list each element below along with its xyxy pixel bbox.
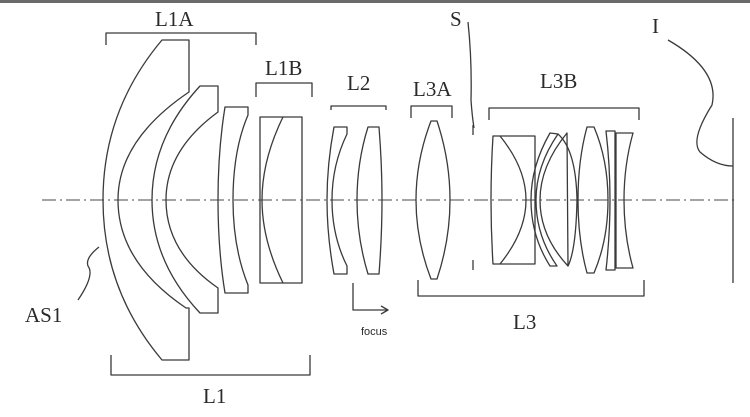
label-l1b: L1B [265,56,302,80]
label-i: I [652,14,659,38]
focus-arrowhead [380,305,389,315]
lens-l1a-3 [217,106,249,294]
label-s: S [450,7,462,31]
lens-l3b-1-cemented-surface [499,135,527,265]
label-l3: L3 [513,310,536,334]
lens-l3b-3b [557,133,578,267]
as1-leader [77,246,100,301]
lens-l3b-5 [605,130,616,271]
bracket-l3 [417,280,645,297]
lens-l3b-6 [615,132,634,269]
bracket-l1a [105,32,257,45]
bracket-l1b [255,82,313,97]
lens-l3b-3 [539,132,569,267]
image-plane-leader [667,39,734,167]
label-l1a: L1A [155,7,194,31]
stop-leader-line [467,21,475,129]
lens-l3b-1 [490,135,536,265]
lens-l3b-4 [577,126,609,274]
bracket-l1 [110,355,311,376]
lens-l1b [259,116,303,284]
label-as1: AS1 [25,303,62,327]
lens-l2-1 [326,126,348,275]
lens-l3a [415,120,451,280]
lens-l1a-1 [102,39,190,361]
bracket-l3a [410,105,453,118]
lens-l2-2 [356,126,383,275]
label-l1: L1 [203,384,226,408]
lens-l1a-2 [151,85,219,314]
top-border [0,0,750,3]
lens-l3b-2 [530,132,559,267]
label-l2: L2 [347,71,370,95]
label-focus: focus [361,326,388,338]
focus-arrow [352,283,387,311]
bracket-l3b [488,107,640,120]
lens-l1b-cemented-surface [261,116,284,284]
label-l3a: L3A [413,77,452,101]
bracket-l2 [330,105,387,110]
label-l3b: L3B [540,69,577,93]
